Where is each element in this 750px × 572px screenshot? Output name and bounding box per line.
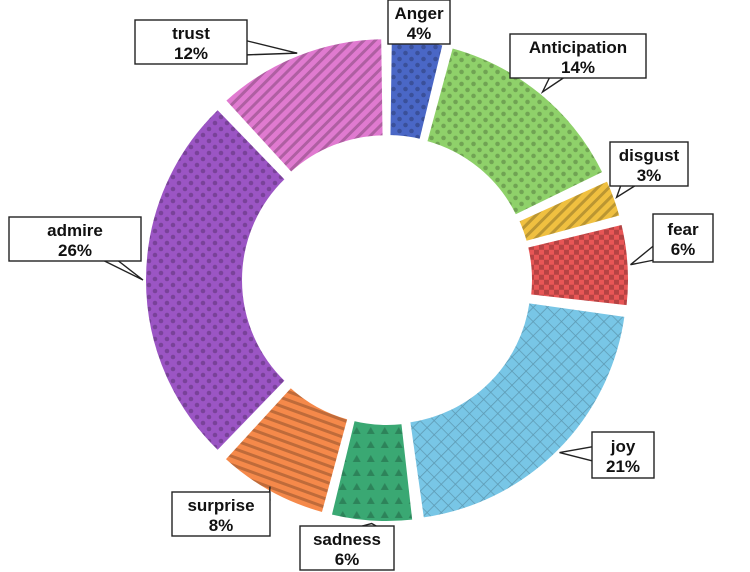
slice-value-label: 8% [209, 516, 234, 535]
callout-pointer [540, 77, 564, 95]
slice-trust [224, 37, 385, 174]
slice-label: sadness [313, 530, 381, 549]
slice-label: fear [667, 220, 699, 239]
slice-value-label: 6% [335, 550, 360, 569]
slice-value-label: 26% [58, 241, 92, 260]
callout-pointer [559, 446, 593, 462]
slice-value-label: 4% [407, 24, 432, 43]
slice-disgust [517, 179, 622, 243]
slice-sadness [329, 419, 415, 523]
slice-label: Anticipation [529, 38, 627, 57]
slice-fear [526, 222, 630, 308]
slice-joy [408, 301, 627, 520]
slice-value-label: 6% [671, 240, 696, 259]
slice-anticipation [425, 46, 605, 217]
slice-label: disgust [619, 146, 680, 165]
slices-layer [143, 37, 630, 523]
slice-label: surprise [187, 496, 254, 515]
slice-label: Anger [394, 4, 444, 23]
callout-pointer [104, 260, 144, 281]
callout-pointer [630, 245, 654, 266]
slice-surprise [223, 385, 350, 515]
slice-label: trust [172, 24, 210, 43]
callouts-layer: Anger4%Anticipation14%disgust3%fear6%joy… [8, 0, 714, 571]
slice-value-label: 12% [174, 44, 208, 63]
slice-value-label: 21% [606, 457, 640, 476]
callout-pointer [615, 185, 635, 200]
slice-admire [143, 107, 287, 453]
slice-value-label: 3% [637, 166, 662, 185]
slice-label: admire [47, 221, 103, 240]
slice-label: joy [610, 437, 636, 456]
slice-value-label: 14% [561, 58, 595, 77]
callout-pointer [246, 40, 298, 56]
